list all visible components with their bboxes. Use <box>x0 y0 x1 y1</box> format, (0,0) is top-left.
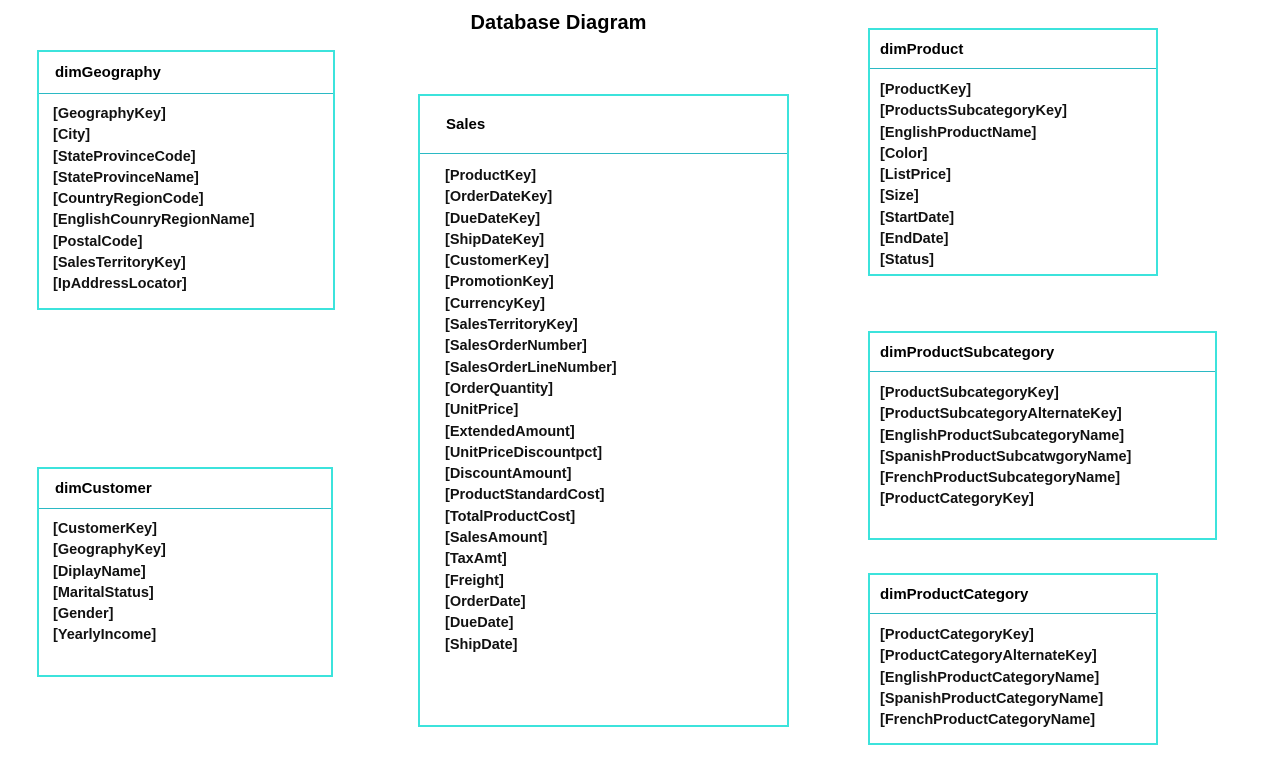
entity-field[interactable]: [ProductCategoryKey] <box>880 491 1034 508</box>
entity-title: dimProductCategory <box>880 585 1029 603</box>
entity-field[interactable]: [GeographyKey] <box>53 106 166 122</box>
entity-field-list-dimGeography: [GeographyKey] [City] [StateProvinceCode] [… <box>39 94 333 308</box>
entity-field[interactable]: [CustomerKey] <box>53 521 157 537</box>
entity-field-list-dimCustomer: [CustomerKey] [GeographyKey] [DiplayName] [… <box>39 509 331 675</box>
entity-field[interactable]: [YearlyIncome] <box>53 627 157 644</box>
entity-field[interactable]: [StartDate] <box>880 209 955 226</box>
entity-field[interactable]: [Status] <box>880 252 934 269</box>
entity-field[interactable]: [ShipDateKey] <box>445 231 545 248</box>
entity-field[interactable]: [MaritalStatus] <box>53 584 154 601</box>
entity-field[interactable]: [SalesOrderNumber] <box>445 338 587 355</box>
entity-field[interactable]: [CurrencyKey] <box>445 295 545 312</box>
entity-field[interactable]: [ProductCategoryAlternateKey] <box>880 648 1097 665</box>
entity-field[interactable]: [SalesTerritoryKey] <box>53 255 186 272</box>
entity-field[interactable]: [StateProvinceCode] <box>53 148 196 165</box>
entity-field[interactable]: [SpanishProductSubcatwgoryName] <box>880 448 1132 465</box>
entity-title: dimGeography <box>55 64 161 81</box>
entity-table-dimProduct[interactable]: dimProduct [ProductKey] [ProductsSubcatego… <box>868 28 1158 276</box>
page-title: Database Diagram <box>0 12 1273 35</box>
entity-field[interactable]: [ProductSubcategoryKey] <box>880 385 1059 401</box>
entity-field[interactable]: [UnitPriceDiscountpct] <box>445 444 603 461</box>
entity-header-dimProductSubcategory[interactable]: dimProductSubcategory <box>870 333 1215 372</box>
entity-field[interactable]: [EnglishCounryRegionName] <box>53 212 255 229</box>
entity-table-Sales[interactable]: Sales [ProductKey] [OrderDateKey] [DueDateK… <box>418 94 789 727</box>
entity-field[interactable]: [FrenchProductSubcategoryName] <box>880 470 1121 487</box>
entity-header-dimProductCategory[interactable]: dimProductCategory <box>870 575 1156 614</box>
entity-field[interactable]: [SalesAmount] <box>445 530 548 547</box>
entity-field[interactable]: [ProductsSubcategoryKey] <box>880 103 1067 120</box>
entity-table-dimProductCategory[interactable]: dimProductCategory[ProductCategoryKey][P… <box>868 573 1158 745</box>
entity-field[interactable]: [ListPrice] <box>880 167 951 184</box>
entity-field[interactable]: [StateProvinceName] <box>53 169 199 186</box>
entity-field[interactable]: [CustomerKey] <box>445 253 549 270</box>
entity-field[interactable]: [OrderDateKey] <box>445 189 553 206</box>
entity-field[interactable]: [FrenchProductCategoryName] <box>880 712 1096 729</box>
entity-field-list-Sales: [ProductKey] [OrderDateKey] [DueDateKey] [S… <box>420 154 787 725</box>
entity-field[interactable]: [SalesTerritoryKey] <box>445 317 578 334</box>
entity-field[interactable]: [City] <box>53 127 91 144</box>
entity-title: dimProductSubcategory <box>880 343 1055 361</box>
entity-field[interactable]: [DiplayName] <box>53 563 146 580</box>
entity-field[interactable]: [EndDate] <box>880 231 949 248</box>
page-title-text: Database Diagram <box>470 12 647 34</box>
entity-header-dimCustomer[interactable]: dimCustomer <box>39 469 331 509</box>
entity-field[interactable]: [OrderQuantity] <box>445 380 553 397</box>
entity-field[interactable]: [ProductCategoryKey] <box>880 627 1034 643</box>
entity-field[interactable]: [TaxAmt] <box>445 551 507 568</box>
entity-field[interactable]: [EnglishProductName] <box>880 124 1037 141</box>
entity-field[interactable]: [IpAddressLocator] <box>53 276 187 293</box>
entity-field-list-dimProductSubcategory: [ProductSubcategoryKey] [ProductSubcatego… <box>870 372 1215 538</box>
entity-field[interactable]: [PromotionKey] <box>445 274 554 291</box>
entity-field[interactable]: [ProductSubcategoryAlternateKey] <box>880 406 1122 423</box>
entity-table-dimProductSubcategory[interactable]: dimProductSubcategory [ProductSubcategory… <box>868 331 1217 540</box>
entity-title: dimCustomer <box>55 480 152 497</box>
entity-title: dimProduct <box>880 40 964 58</box>
entity-field[interactable]: [UnitPrice] <box>445 402 519 419</box>
entity-field[interactable]: [OrderDate] <box>445 593 526 610</box>
entity-field[interactable]: [Color] <box>880 145 928 162</box>
entity-table-dimGeography[interactable]: dimGeography [GeographyKey] [City] [StatePr… <box>37 50 335 310</box>
entity-field[interactable]: [ProductStandardCost] <box>445 487 605 504</box>
entity-field[interactable]: [ShipDate] <box>445 636 518 653</box>
entity-field[interactable]: [EnglishProductCategoryName] <box>880 669 1100 686</box>
entity-field[interactable]: [Freight] <box>445 572 504 589</box>
entity-header-dimGeography[interactable]: dimGeography <box>39 52 333 94</box>
entity-header-Sales[interactable]: Sales <box>420 96 787 154</box>
entity-field[interactable]: [TotalProductCost] <box>445 508 576 525</box>
entity-field[interactable]: [Size] <box>880 188 919 205</box>
entity-field-list-dimProduct: [ProductKey] [ProductsSubcategoryKey] [Eng… <box>870 69 1156 274</box>
entity-field[interactable]: [ProductKey] <box>445 168 537 184</box>
entity-header-dimProduct[interactable]: dimProduct <box>870 30 1156 69</box>
entity-field[interactable]: [ProductKey] <box>880 82 972 98</box>
entity-field[interactable]: [DueDate] <box>445 615 514 632</box>
entity-field[interactable]: [DueDateKey] <box>445 210 541 227</box>
entity-table-dimCustomer[interactable]: dimCustomer [CustomerKey] [GeographyKey] [D… <box>37 467 333 677</box>
entity-field-list-dimProductCategory: [ProductCategoryKey] [ProductCategoryAlte… <box>870 614 1156 743</box>
entity-field[interactable]: [PostalCode] <box>53 233 143 250</box>
entity-field[interactable]: [CountryRegionCode] <box>53 191 204 208</box>
entity-title: Sales <box>446 116 486 133</box>
entity-field[interactable]: [SpanishProductCategoryName] <box>880 690 1104 707</box>
entity-field[interactable]: [DiscountAmount] <box>445 466 572 483</box>
entity-field[interactable]: [ExtendedAmount] <box>445 423 575 440</box>
entity-field[interactable]: [Gender] <box>53 606 114 623</box>
entity-field[interactable]: [GeographyKey] <box>53 542 166 559</box>
entity-field[interactable]: [SalesOrderLineNumber] <box>445 359 617 376</box>
entity-field[interactable]: [EnglishProductSubcategoryName] <box>880 427 1125 444</box>
